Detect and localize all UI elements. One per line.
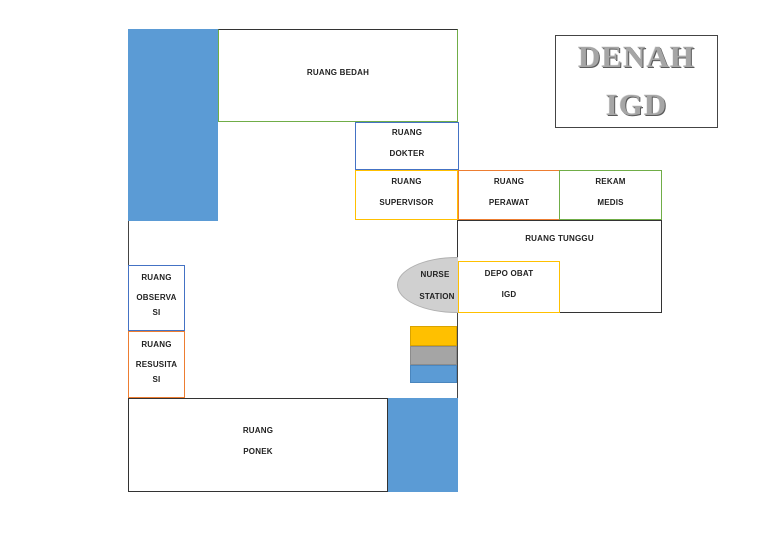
room-rekam-medis-label-2: MEDIS bbox=[597, 198, 624, 207]
room-depo-obat-label-1: DEPO OBAT bbox=[484, 269, 534, 278]
blue-block-small bbox=[410, 365, 457, 383]
room-ruang-perawat: RUANG PERAWAT bbox=[458, 170, 560, 220]
title-line-1: DENAH bbox=[578, 39, 695, 74]
room-ruang-ponek-label-2: PONEK bbox=[243, 447, 273, 456]
room-ruang-tunggu-label: RUANG TUNGGU bbox=[525, 234, 594, 243]
room-ruang-supervisor: RUANG SUPERVISOR bbox=[355, 170, 458, 220]
room-ruang-dokter: RUANG DOKTER bbox=[355, 122, 459, 170]
room-ruang-bedah-label: RUANG BEDAH bbox=[306, 68, 370, 77]
room-ruang-ponek: RUANG PONEK bbox=[128, 398, 388, 492]
room-ruang-observasi-label-3: SI bbox=[152, 308, 161, 317]
room-ruang-bedah: RUANG BEDAH bbox=[218, 29, 458, 122]
nurse-station-clip bbox=[395, 255, 458, 315]
room-ruang-resusitasi-label-2: RESUSITA bbox=[135, 360, 178, 369]
room-ruang-observasi-label-1: RUANG bbox=[141, 273, 172, 282]
blue-block-top-left bbox=[128, 29, 218, 221]
gray-block bbox=[410, 346, 457, 365]
nurse-station-ellipse bbox=[397, 257, 458, 313]
room-ruang-resusitasi-label-1: RUANG bbox=[141, 340, 172, 349]
room-ruang-observasi-label-2: OBSERVA bbox=[136, 293, 177, 302]
yellow-block bbox=[410, 326, 457, 346]
room-depo-obat-igd: DEPO OBAT IGD bbox=[458, 261, 560, 313]
room-ruang-perawat-label-1: RUANG bbox=[493, 177, 525, 186]
room-rekam-medis-label-1: REKAM bbox=[595, 177, 626, 186]
room-ruang-perawat-label-2: PERAWAT bbox=[488, 198, 530, 207]
room-ruang-resusitasi: RUANG RESUSITA SI bbox=[128, 331, 185, 398]
room-ruang-supervisor-label-2: SUPERVISOR bbox=[379, 198, 434, 207]
room-ruang-supervisor-label-1: RUANG bbox=[391, 177, 422, 186]
room-ruang-dokter-label-2: DOKTER bbox=[389, 149, 425, 158]
nurse-station-label-2: STATION bbox=[419, 292, 455, 301]
room-ruang-observasi: RUANG OBSERVA SI bbox=[128, 265, 185, 331]
title-box: DENAH IGD bbox=[555, 35, 718, 128]
room-ruang-resusitasi-label-3: SI bbox=[152, 375, 161, 384]
room-ruang-dokter-label-1: RUANG bbox=[391, 128, 423, 137]
nurse-station-label-1: NURSE bbox=[420, 270, 450, 279]
room-ruang-ponek-label-1: RUANG bbox=[242, 426, 274, 435]
room-rekam-medis: REKAM MEDIS bbox=[559, 170, 662, 220]
blue-block-bottom-right bbox=[388, 398, 458, 492]
room-depo-obat-label-2: IGD bbox=[501, 290, 517, 299]
title-line-2: IGD bbox=[605, 87, 668, 122]
